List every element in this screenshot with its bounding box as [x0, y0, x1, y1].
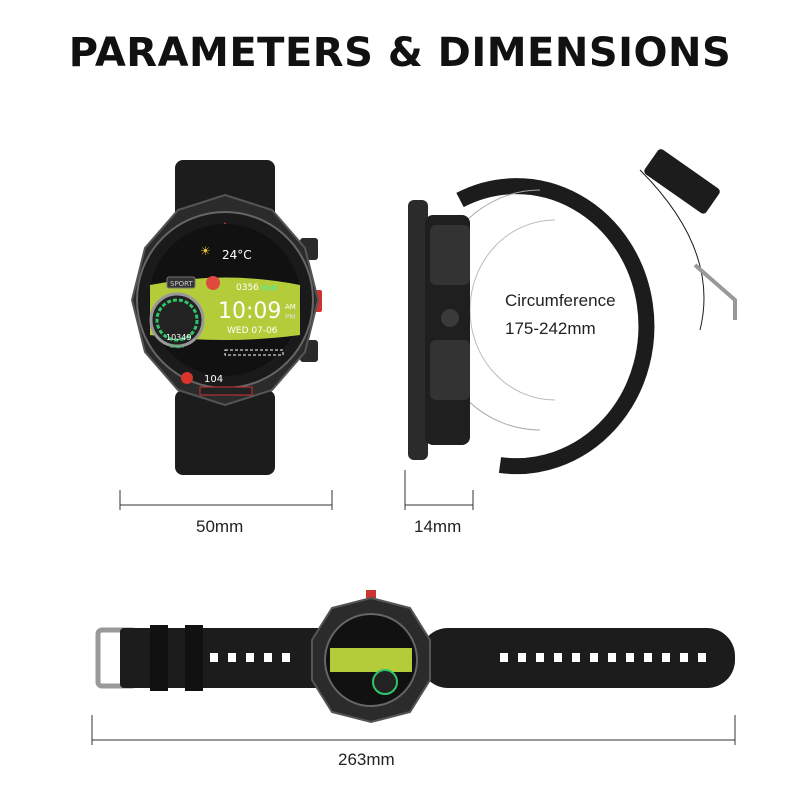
- case-side: [408, 200, 428, 460]
- page-title: PARAMETERS & DIMENSIONS: [68, 30, 732, 76]
- wf-time: 10:09: [218, 299, 281, 324]
- buckle: [693, 263, 737, 320]
- wf-date: WED 07-06: [227, 326, 278, 336]
- wf-temperature: 24°C: [222, 248, 252, 262]
- circumference-value: 175-242mm: [505, 319, 596, 338]
- side-strap: [456, 178, 655, 475]
- circumference-label: Circumference: [505, 291, 616, 310]
- wf-pm: PM: [285, 313, 295, 321]
- wf-heart-rate: 104: [204, 374, 223, 385]
- dimension-lines: [91, 470, 736, 745]
- side-watch: [408, 149, 737, 475]
- heart-icon: [181, 372, 193, 384]
- lower-strap: [175, 390, 275, 475]
- wf-steps: 10349: [166, 333, 191, 342]
- wf-calories-unit: Kcal: [262, 284, 277, 292]
- full-strap: [95, 590, 735, 724]
- length-label: 263mm: [338, 750, 395, 769]
- width-label: 50mm: [196, 517, 244, 536]
- strap-keeper: [644, 149, 720, 214]
- wf-steps-label: Steps: [170, 344, 184, 350]
- thickness-label: 14mm: [414, 517, 462, 536]
- wf-am: AM: [285, 303, 296, 311]
- step-ring: [149, 292, 205, 348]
- front-watch: 24°C ☀ SPORT 0356 Kcal 10:09 AM PM WED 0…: [130, 160, 322, 475]
- wf-mode: SPORT: [170, 280, 194, 288]
- wf-calories: 0356: [236, 283, 259, 293]
- sport-icon: [206, 276, 220, 290]
- weather-icon: ☀: [200, 244, 211, 258]
